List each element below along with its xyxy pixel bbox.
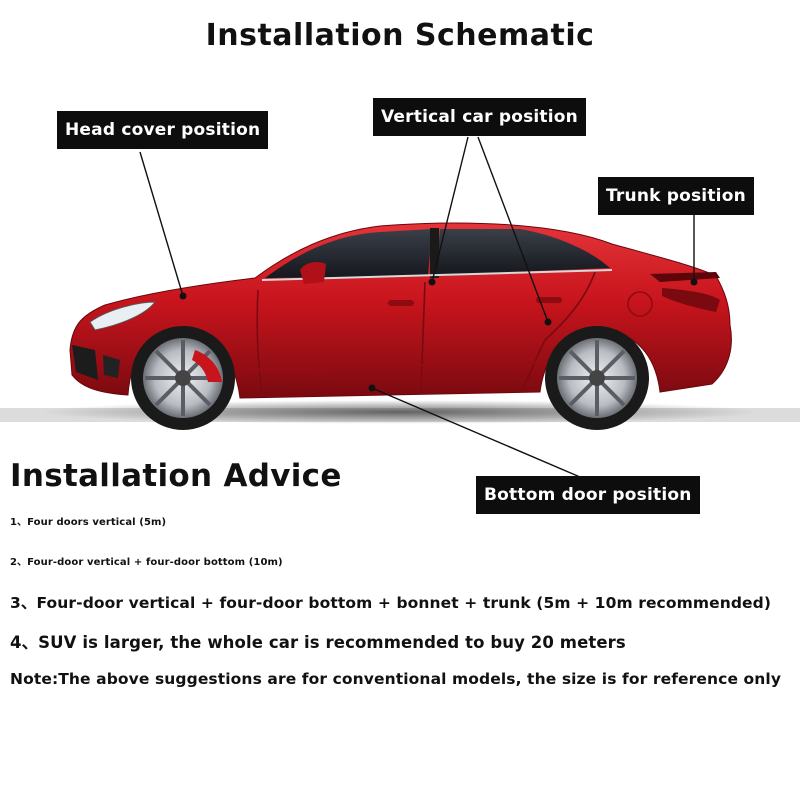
rear-door-seam bbox=[521, 271, 596, 391]
b-pillar bbox=[430, 228, 439, 278]
headlight bbox=[89, 301, 157, 331]
front-grille bbox=[72, 345, 98, 380]
leader-dots bbox=[179, 278, 698, 392]
body-crease bbox=[244, 361, 546, 371]
page-title: Installation Schematic bbox=[205, 18, 595, 53]
advice-note: Note:The above suggestions are for conve… bbox=[10, 670, 782, 688]
fog-light bbox=[103, 355, 120, 378]
advice-item: 1、Four doors vertical (5m) bbox=[10, 517, 167, 528]
leader-lines bbox=[139, 136, 695, 478]
rear-window bbox=[436, 229, 610, 275]
head-cover-leader bbox=[139, 151, 184, 297]
advice-item: 4、SUV is larger, the whole car is recomm… bbox=[10, 633, 626, 652]
bottom-door-leader bbox=[371, 387, 581, 478]
fuel-cap bbox=[627, 291, 653, 317]
front-wheel bbox=[131, 326, 235, 430]
callout-vertical-car: Vertical car position bbox=[373, 98, 586, 136]
trunk-spoiler bbox=[650, 272, 720, 282]
advice-item: 2、Four-door vertical + four-door bottom … bbox=[10, 557, 283, 568]
vertical-leader-front bbox=[431, 136, 469, 283]
vertical-leader-rear bbox=[477, 136, 549, 323]
front-door-seam bbox=[256, 289, 263, 393]
middle-door-seam bbox=[420, 281, 426, 391]
rear-door-handle bbox=[536, 297, 562, 303]
advice-title: Installation Advice bbox=[10, 458, 342, 494]
callout-head-cover: Head cover position bbox=[57, 111, 269, 149]
front-door-handle bbox=[388, 300, 414, 306]
advice-item: 3、Four-door vertical + four-door bottom … bbox=[10, 594, 772, 612]
rear-wheel bbox=[545, 326, 649, 430]
side-mirror bbox=[300, 262, 326, 284]
advice-list: 1、Four doors vertical (5m) 2、Four-door v… bbox=[10, 510, 771, 670]
callout-bottom-door: Bottom door position bbox=[476, 476, 700, 514]
callout-trunk: Trunk position bbox=[598, 177, 754, 215]
tail-light bbox=[662, 288, 720, 312]
